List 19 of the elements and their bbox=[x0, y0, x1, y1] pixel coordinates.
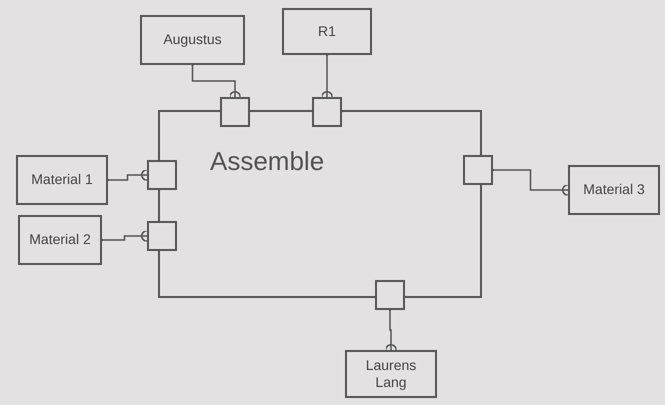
entity-box bbox=[568, 165, 660, 215]
port-box bbox=[220, 97, 250, 127]
box-label: Material 2 bbox=[28, 231, 92, 249]
box-label: Augustus bbox=[162, 31, 223, 49]
box-label: Material 1 bbox=[30, 171, 94, 189]
port-box bbox=[147, 160, 177, 190]
entity-box bbox=[282, 8, 372, 55]
box-label: R1 bbox=[317, 22, 337, 40]
port-box bbox=[147, 221, 177, 251]
box-label: Material 3 bbox=[582, 181, 646, 199]
entity-box bbox=[16, 155, 108, 205]
entity-box bbox=[140, 15, 245, 65]
port-box bbox=[375, 280, 405, 310]
entity-box bbox=[345, 350, 437, 398]
entity-box bbox=[18, 215, 102, 265]
box-label: Laurens Lang bbox=[364, 356, 418, 392]
port-box bbox=[463, 155, 493, 185]
port-box bbox=[312, 97, 342, 127]
box-label: Assemble bbox=[210, 145, 324, 178]
